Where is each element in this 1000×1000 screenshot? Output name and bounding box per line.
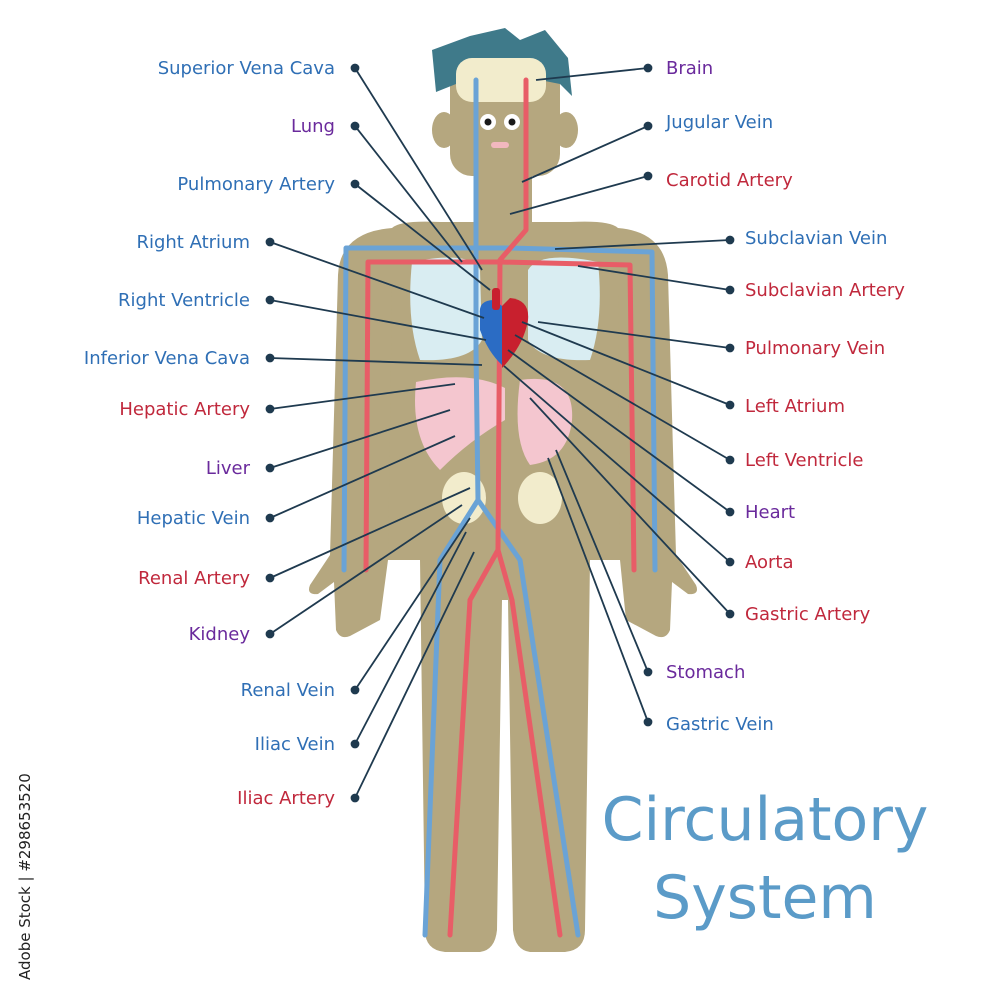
leader-line <box>269 504 463 635</box>
label-iliac-artery: Iliac Artery <box>237 788 335 809</box>
stock-watermark: Adobe Stock | #298653520 <box>16 773 34 980</box>
label-superior-vena-cava: Superior Vena Cava <box>158 58 335 79</box>
leader-line <box>555 449 649 673</box>
label-lung: Lung <box>291 116 335 137</box>
hair <box>432 28 572 96</box>
label-right-atrium: Right Atrium <box>136 232 250 253</box>
leader-line <box>509 175 649 215</box>
leader-line <box>354 517 471 691</box>
mouth <box>491 142 509 148</box>
leader-lines <box>265 63 735 803</box>
title-line-1: Circulatory <box>602 785 929 855</box>
leader-line <box>354 67 483 271</box>
title-line-2: System <box>653 863 877 933</box>
label-subclavian-vein: Subclavian Vein <box>745 228 887 249</box>
leader-line <box>354 551 475 799</box>
leader-line <box>529 397 731 615</box>
label-jugular-vein: Jugular Vein <box>665 112 773 133</box>
leader-line <box>269 435 456 519</box>
label-gastric-artery: Gastric Artery <box>745 604 871 625</box>
label-gastric-vein: Gastric Vein <box>666 714 774 735</box>
label-left-atrium: Left Atrium <box>745 396 845 417</box>
lung-right-organ <box>410 257 482 361</box>
leader-line <box>503 365 731 563</box>
labels-right: Brain Jugular Vein Carotid Artery Subcla… <box>665 58 905 735</box>
leader-line <box>547 457 649 723</box>
right-arm <box>618 228 697 638</box>
label-hepatic-vein: Hepatic Vein <box>137 508 250 529</box>
liver-organ <box>415 377 505 470</box>
leader-line <box>269 383 456 410</box>
label-right-ventricle: Right Ventricle <box>118 290 250 311</box>
label-liver: Liver <box>206 458 251 479</box>
leader-line <box>521 125 649 183</box>
label-left-ventricle: Left Ventricle <box>745 450 863 471</box>
label-renal-vein: Renal Vein <box>241 680 335 701</box>
kidney-left-organ <box>518 472 562 524</box>
face <box>480 114 520 148</box>
leader-line <box>269 299 487 341</box>
artery-vessel-trunk <box>447 77 529 938</box>
label-stomach: Stomach <box>666 662 745 683</box>
vein-vessel-arms <box>341 245 658 573</box>
label-heart: Heart <box>745 502 795 523</box>
label-carotid-artery: Carotid Artery <box>666 170 793 191</box>
label-inferior-vena-cava: Inferior Vena Cava <box>84 348 250 369</box>
leader-line <box>354 125 463 263</box>
leader-line <box>269 409 451 469</box>
label-iliac-vein: Iliac Vein <box>255 734 335 755</box>
leader-line <box>535 67 649 81</box>
label-brain: Brain <box>666 58 713 79</box>
label-subclavian-artery: Subclavian Artery <box>745 280 905 301</box>
leader-line <box>514 334 731 461</box>
label-kidney: Kidney <box>189 624 251 645</box>
label-aorta: Aorta <box>745 552 794 573</box>
label-renal-artery: Renal Artery <box>138 568 250 589</box>
leader-line <box>537 321 731 349</box>
leader-line <box>577 265 731 291</box>
leader-line <box>269 241 485 319</box>
label-hepatic-artery: Hepatic Artery <box>119 399 250 420</box>
label-pulmonary-vein: Pulmonary Vein <box>745 338 885 359</box>
leader-line <box>354 183 491 291</box>
leader-line <box>269 357 483 366</box>
labels-left: Superior Vena Cava Lung Pulmonary Artery… <box>84 58 335 809</box>
lung-left-organ <box>528 257 600 361</box>
neck <box>478 170 532 230</box>
leader-line <box>521 321 731 406</box>
left-arm <box>309 228 392 638</box>
leader-line <box>269 487 471 579</box>
leader-line <box>354 531 467 745</box>
artery-vessel-legs <box>495 547 563 938</box>
label-pulmonary-artery: Pulmonary Artery <box>177 174 335 195</box>
brain-organ <box>456 58 546 102</box>
vein-vessel-legs <box>475 497 581 938</box>
leader-line <box>507 349 731 513</box>
artery-vessel-arms <box>363 259 637 573</box>
leader-line <box>554 239 731 250</box>
